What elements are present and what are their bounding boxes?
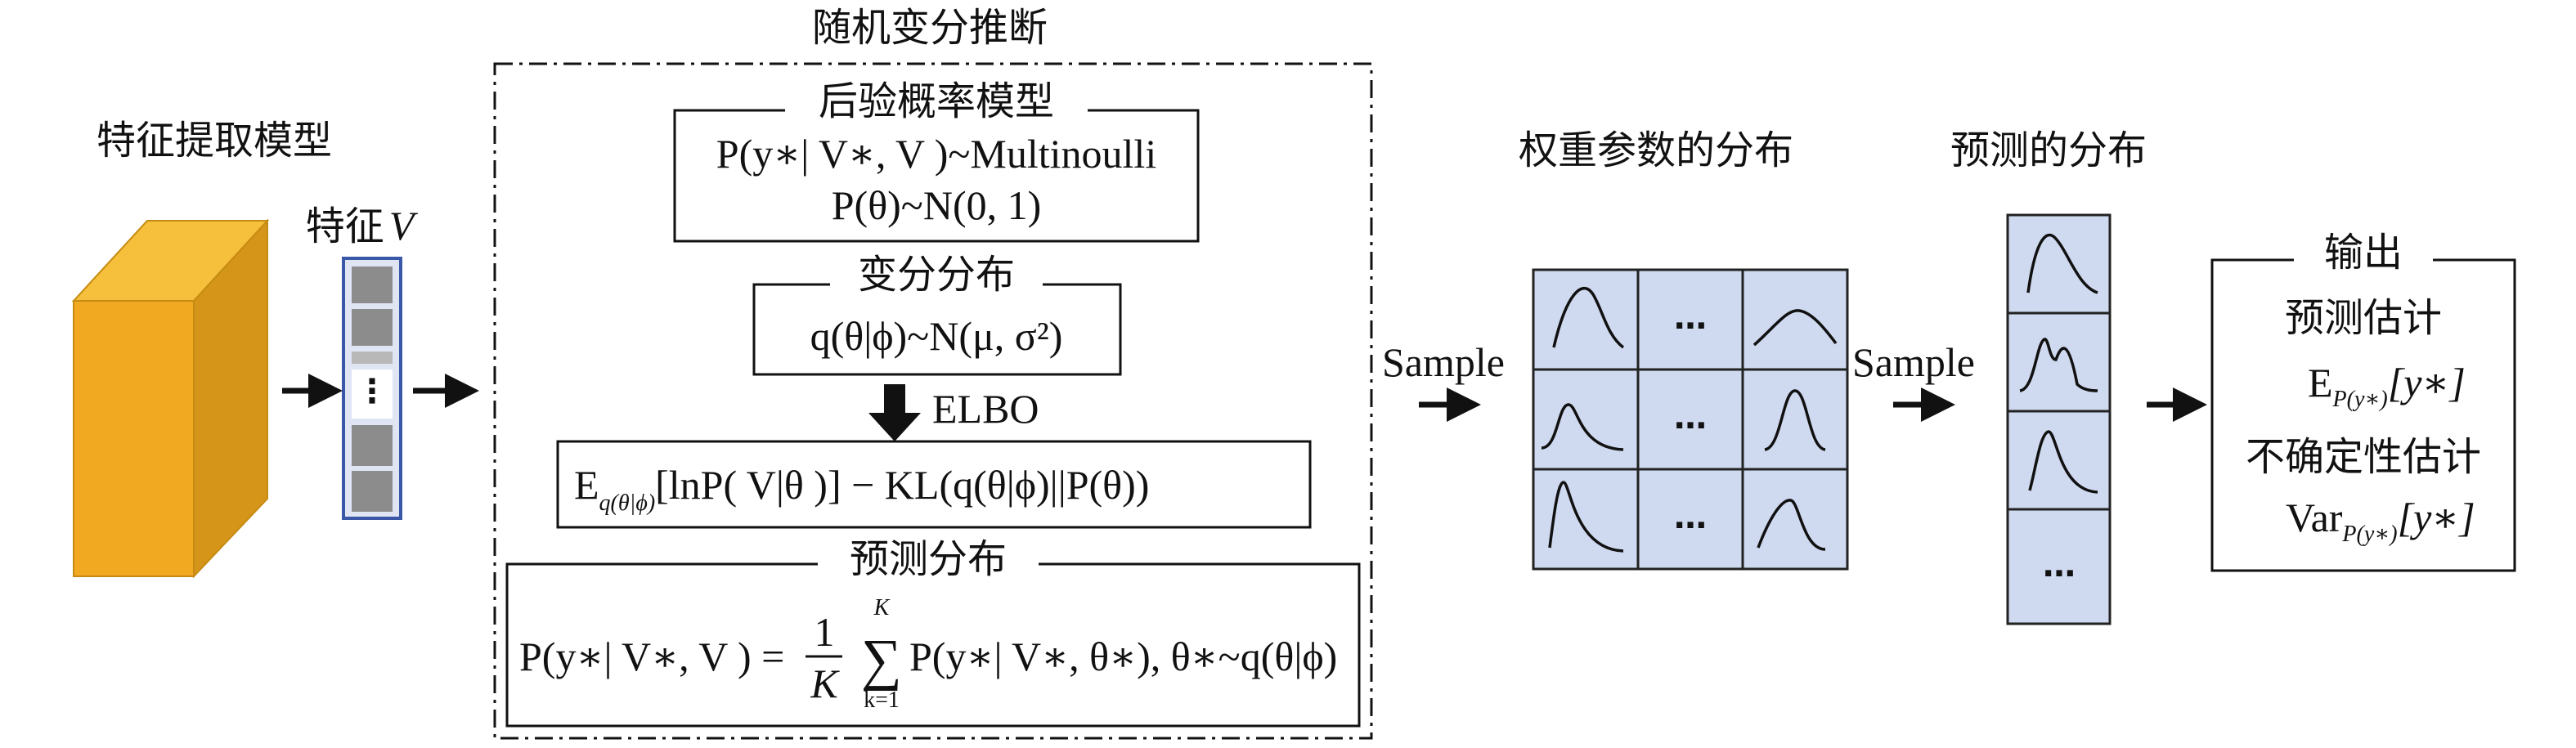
weight-density-curve: [1548, 481, 1624, 553]
feature-model-title: 特征提取模型: [96, 118, 332, 163]
predictive-title: 预测分布: [850, 536, 1007, 582]
elbo-expression: Eq(θ|ϕ)[lnP( V|θ )] − KL(q(θ|ϕ)||P(θ)): [574, 462, 1149, 516]
feature-cube: [71, 218, 270, 579]
sum-upper: K: [873, 595, 891, 620]
variational-formula: q(θ|ϕ)~N(μ, σ²): [810, 313, 1063, 359]
weight-cell: [1532, 368, 1640, 471]
feature-vector: ⋮: [342, 257, 402, 520]
posterior-title: 后验概率模型: [819, 78, 1054, 124]
pred-density-curve: [2019, 338, 2098, 392]
weight-density-curve: [1552, 286, 1625, 349]
weight-ellipsis: …: [1674, 399, 1707, 437]
frac-numerator: 1: [815, 609, 835, 655]
weight-density-curve: [1541, 403, 1624, 451]
feature-vector-ellipsis: ⋮: [356, 373, 388, 410]
predictive-lhs: P(y∗| V∗, V ) =: [519, 634, 784, 679]
elbo-down-arrow: [868, 384, 921, 441]
output-title: 输出: [2324, 230, 2403, 275]
weight-ellipsis: …: [1674, 499, 1707, 536]
elbo-box: [556, 440, 1312, 529]
output-pred-est: 预测估计: [2285, 295, 2442, 341]
pred-cell: [2006, 311, 2112, 413]
pred-ellipsis: …: [2043, 547, 2076, 585]
weight-cell: [1636, 368, 1744, 471]
weight-dist-title: 权重参数的分布: [1519, 128, 1793, 173]
pred-cell: [2006, 410, 2112, 511]
weight-cell: [1636, 268, 1744, 371]
sample-label-2: Sample: [1852, 339, 1975, 385]
weight-cell: [1532, 268, 1640, 371]
pred-density-curve: [2028, 430, 2098, 494]
output-unc-est: 不确定性估计: [2246, 434, 2481, 480]
pred-cell: [2006, 213, 2112, 315]
elbo-label: ELBO: [932, 386, 1039, 432]
weight-density-curve: [1752, 309, 1838, 347]
pred-density-curve: [2026, 233, 2098, 294]
output-box: [2210, 258, 2516, 572]
variational-title: 变分分布: [858, 252, 1015, 298]
posterior-prior: P(θ)~N(0, 1): [832, 182, 1042, 228]
predictive-rhs: P(y∗| V∗, θ∗), θ∗~q(θ|ϕ): [909, 634, 1337, 679]
pred-column: …: [2006, 213, 2112, 625]
posterior-likelihood: P(y∗| V∗, V )~Multinoulli: [716, 131, 1156, 177]
output-expectation: EP(y∗)[y∗]: [2308, 360, 2466, 412]
weight-density-curve: [1757, 499, 1826, 551]
weight-grid: … … …: [1532, 268, 1849, 571]
weight-ellipsis: …: [1674, 299, 1707, 337]
posterior-box: [673, 109, 1200, 243]
weight-density-curve: [1764, 389, 1826, 451]
sum-lower: k=1: [864, 688, 900, 713]
pred-dist-title: 预测的分布: [1950, 128, 2147, 173]
weight-cell: [1741, 368, 1849, 471]
sum-symbol: ∑: [861, 629, 902, 692]
weight-cell: [1741, 268, 1849, 371]
vi-dashed-frame: [493, 62, 1373, 740]
predictive-formula: P(y∗| V∗, V ) = 1 K K ∑ k=1 P(y∗| V∗, θ∗…: [519, 595, 1337, 713]
weight-cell: [1532, 468, 1640, 571]
pred-cell: [2006, 508, 2112, 625]
frac-denominator: K: [810, 661, 840, 706]
weight-cell: [1741, 468, 1849, 571]
vi-title: 随机变分推断: [812, 5, 1048, 51]
sample-label-1: Sample: [1382, 339, 1505, 385]
output-variance: VarP(y∗)[y∗]: [2286, 495, 2475, 547]
